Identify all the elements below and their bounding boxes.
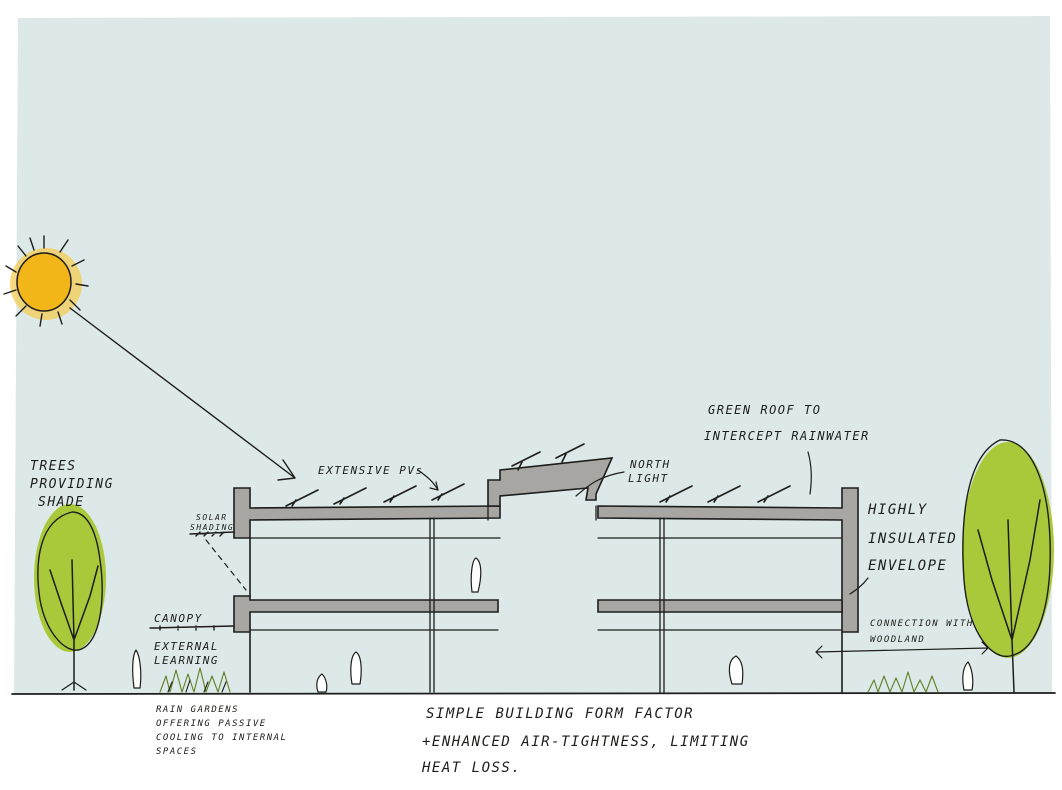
sun-icon	[3, 235, 89, 327]
grass-icon	[867, 671, 939, 693]
building-section	[149, 457, 859, 693]
annotation-arrows	[417, 451, 989, 659]
ground-line	[11, 692, 1056, 695]
canopy-label: CANOPY	[154, 612, 203, 625]
green-roof-label-1: GREEN ROOF TO	[708, 403, 821, 417]
solar-panel-icon	[285, 443, 791, 507]
green-roof-label-2: INTERCEPT RAINWATER	[704, 429, 870, 443]
solar-shading-label-2: SHADING	[190, 523, 234, 532]
envelope-label-1: HIGHLY	[867, 502, 928, 518]
north-light-label-1: NORTH	[629, 458, 671, 471]
rain-gardens-label-1: RAIN GARDENS	[156, 705, 239, 715]
person-icon	[132, 557, 974, 693]
rain-gardens-label-3: COOLING TO INTERNAL	[156, 733, 287, 743]
external-learning-label-2: LEARNING	[154, 654, 219, 667]
sun-ray-arrow	[69, 307, 296, 481]
north-light-label-2: LIGHT	[628, 472, 669, 485]
trees-label-1: TREES	[30, 459, 77, 474]
grass-icon	[159, 667, 231, 693]
bottom-caption-3: HEAT LOSS.	[421, 760, 521, 776]
woodland-label-1: CONNECTION WITH	[870, 619, 974, 629]
pvs-label: EXTENSIVE PVs	[318, 464, 424, 477]
tree-icon	[962, 439, 1054, 693]
rain-gardens-label-4: SPACES	[156, 747, 198, 757]
bottom-caption-2: +ENHANCED AIR-TIGHTNESS, LIMITING	[422, 734, 750, 750]
external-learning-label-1: EXTERNAL	[154, 640, 219, 653]
trees-label-3: SHADE	[38, 495, 85, 510]
annotations: TREES PROVIDING SHADE SOLAR SHADING CANO…	[30, 403, 974, 776]
solar-shading-label-1: SOLAR	[196, 513, 228, 522]
trees-label-2: PROVIDING	[30, 477, 114, 492]
tree-icon	[34, 504, 106, 691]
envelope-label-3: ENVELOPE	[868, 558, 947, 574]
envelope-label-2: INSULATED	[868, 531, 957, 547]
bottom-caption-1: SIMPLE BUILDING FORM FACTOR	[426, 706, 694, 722]
rain-gardens-label-2: OFFERING PASSIVE	[156, 719, 267, 729]
woodland-label-2: WOODLAND	[870, 635, 925, 645]
sky-background	[14, 16, 1052, 694]
